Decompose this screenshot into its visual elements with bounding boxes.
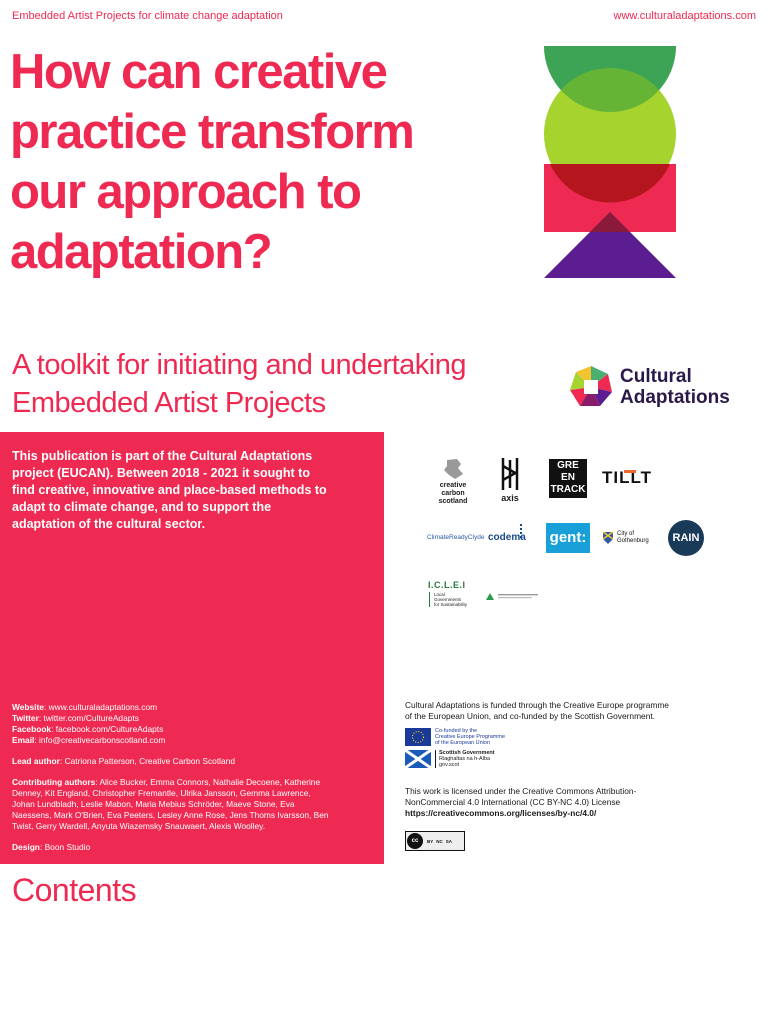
funding-block: Cultural Adaptations is funded through t… <box>405 700 675 768</box>
brand-name: Cultural Adaptations <box>620 366 730 408</box>
lead-author: Lead author: Catriona Patterson, Creativ… <box>12 756 235 766</box>
decorative-shapes-graphic <box>544 46 676 278</box>
cultural-adaptations-logo-icon <box>570 366 612 406</box>
partner-logo-creative-carbon-scotland: creative carbon scotland <box>430 458 476 506</box>
partner-logo-small-green-icon <box>486 593 538 600</box>
purple-triangle <box>544 212 676 278</box>
info-panel: This publication is part of the Cultural… <box>0 432 384 864</box>
twitter-line[interactable]: Twitter: twitter.com/CultureAdapts <box>12 713 139 723</box>
license-url-link[interactable]: https://creativecommons.org/licenses/by-… <box>405 808 597 818</box>
eu-funding-badge: Co-funded by the Creative Europe Program… <box>405 728 675 746</box>
title-line: our approach to <box>10 165 362 219</box>
cc-license-badge[interactable]: cc BY NC SA <box>405 831 465 851</box>
partner-logo-rain: RAIN <box>668 520 704 556</box>
eu-flag-icon <box>405 728 431 746</box>
partner-logo-axis: axis <box>496 456 524 503</box>
partner-logo-codema: codema <box>488 532 526 543</box>
contents-heading: Contents <box>12 872 137 908</box>
scottish-government-badge: Scottish Government Riaghaltas na h-Alba… <box>405 750 675 768</box>
gothenburg-shield-icon <box>602 531 614 544</box>
saltire-flag-icon <box>405 750 431 768</box>
partner-logo-gent: gent: <box>546 523 590 553</box>
facebook-line[interactable]: Facebook: facebook.com/CultureAdapts <box>12 724 164 734</box>
tillt-accent <box>624 470 636 473</box>
axis-mark-icon <box>501 458 519 490</box>
green-overlap <box>544 46 676 112</box>
website-line[interactable]: Website: www.culturaladaptations.com <box>12 702 158 712</box>
credits-block: Website: www.culturaladaptations.com Twi… <box>12 702 332 863</box>
partner-logo-tillt: TILLT <box>602 468 652 487</box>
partner-logo-iclei: I.C.L.E.I Local Governments for Sustaina… <box>428 580 478 607</box>
funding-text: Cultural Adaptations is funded through t… <box>405 700 669 721</box>
license-text: This work is licensed under the Creative… <box>405 786 637 807</box>
header-left-text: Embedded Artist Projects for climate cha… <box>12 10 283 22</box>
page-title: How can creative practice transform our … <box>10 42 530 282</box>
email-line[interactable]: Email: info@creativecarbonscotland.com <box>12 735 166 745</box>
cc-icon: cc <box>407 833 423 849</box>
intro-text: This publication is part of the Cultural… <box>12 449 327 531</box>
subtitle-line: A toolkit for initiating and undertaking <box>12 349 466 381</box>
subtitle-line: Embedded Artist Projects <box>12 387 326 419</box>
subtitle: A toolkit for initiating and undertaking… <box>12 346 552 422</box>
title-line: adaptation? <box>10 225 273 279</box>
purple-overlap <box>590 212 630 232</box>
partner-logo-greentrack: GRE EN TRACK <box>549 459 587 498</box>
header-website-link[interactable]: www.culturaladaptations.com <box>613 10 756 22</box>
red-overlap <box>550 164 670 203</box>
partner-logo-climate-ready-clyde: ClimateReadyClyde <box>427 534 485 541</box>
codema-mark <box>520 524 528 538</box>
scotland-map-icon <box>444 459 463 479</box>
title-line: practice transform <box>10 105 415 159</box>
license-block: This work is licensed under the Creative… <box>405 786 645 851</box>
title-line: How can creative <box>10 45 388 99</box>
design-credit: Design: Boon Studio <box>12 842 91 852</box>
contributing-authors: Contributing authors: Alice Bucker, Emma… <box>12 777 329 831</box>
